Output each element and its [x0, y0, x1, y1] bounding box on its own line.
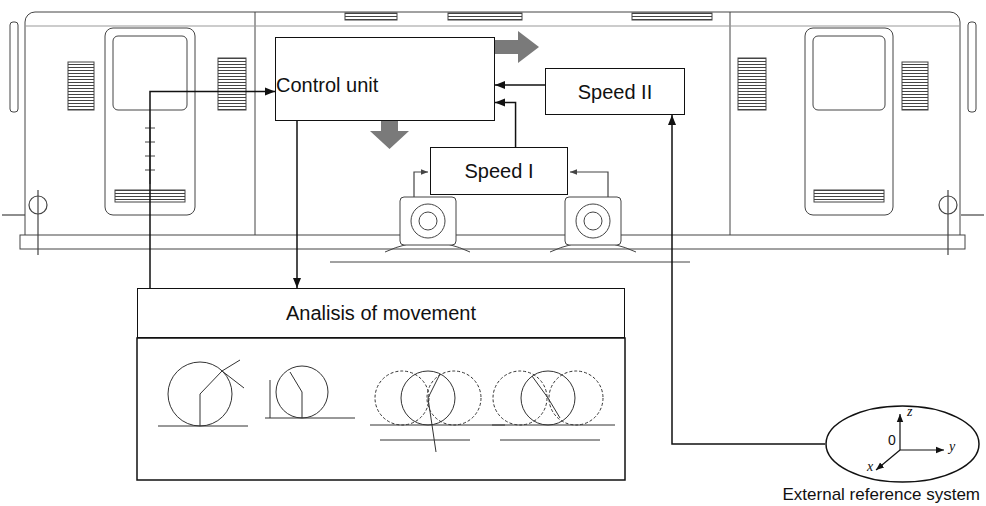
coupler-post: [947, 190, 948, 255]
handrail: [10, 22, 18, 112]
wheel-position: [375, 371, 429, 425]
analysis-header-box: Analisis of movement: [137, 288, 625, 338]
system-caption: External reference system: [783, 485, 980, 504]
wheel-sketch: [276, 366, 328, 418]
node-label: Control unit: [276, 73, 378, 97]
wheel-sketch: [521, 371, 575, 425]
grille: [68, 62, 94, 110]
output-arrow: [370, 121, 409, 149]
connector-arrow: [495, 84, 545, 86]
body-divider: [730, 12, 731, 245]
wheel-hub: [584, 212, 602, 230]
sensor-leader: [570, 172, 608, 197]
wheel: [576, 204, 610, 238]
radius-line: [548, 398, 560, 418]
coupler-bar: [2, 214, 25, 215]
y-axis: [900, 449, 944, 450]
sketch-panel: [137, 338, 625, 480]
coordinate-axes: [876, 414, 944, 470]
ground-line: [265, 418, 355, 419]
reference-system-ellipse: zy0xExternal reference system: [825, 405, 980, 483]
x-axis: [876, 450, 900, 470]
coupler-bar: [961, 214, 984, 215]
body-divider: [255, 12, 256, 245]
connector-arrow: [495, 103, 516, 147]
ground-line: [370, 425, 505, 426]
coupler-post: [37, 190, 38, 255]
wheel: [411, 204, 445, 238]
axle-box: [400, 197, 456, 245]
radius-line: [290, 372, 302, 392]
dimension-line: [380, 440, 470, 441]
grille: [902, 62, 928, 110]
wheel-position: [493, 371, 547, 425]
roof-grille: [345, 13, 397, 20]
axis-label: x: [867, 459, 873, 475]
wheel-hub: [419, 212, 437, 230]
wheel-position: [427, 371, 481, 425]
connector-arrow: [672, 115, 825, 444]
roof-grille: [448, 13, 522, 20]
node-label: Analisis of movement: [286, 301, 476, 325]
radius-line: [428, 374, 440, 398]
body-outline: [25, 12, 960, 245]
node-label: Speed I: [465, 159, 534, 183]
bogies: [385, 197, 636, 252]
connector-arrow: [296, 121, 298, 288]
axis-line: [270, 380, 271, 418]
wheel-position: [549, 371, 603, 425]
grille: [218, 58, 246, 110]
radius-line: [302, 392, 303, 418]
door-window: [813, 36, 885, 110]
ellipse-outline: [826, 406, 979, 482]
velocity-line: [222, 371, 244, 388]
control-unit-box: Control unit: [275, 37, 495, 121]
ground-line: [492, 425, 615, 426]
sensor-box: Speed I: [430, 147, 568, 195]
axle-box: [565, 197, 621, 245]
ellipse-outline: [825, 405, 980, 483]
output-arrow: [495, 31, 539, 63]
radius-line: [200, 394, 201, 426]
velocity-line: [222, 360, 240, 371]
cab-door: [805, 28, 893, 215]
connector-arrow: [150, 92, 275, 288]
sensor-leader: [414, 172, 428, 197]
handrail: [968, 22, 976, 112]
roof-line: [25, 26, 960, 27]
z-axis: [899, 414, 900, 450]
grille: [738, 58, 766, 110]
roof-grille: [632, 13, 712, 20]
node-label: Speed II: [578, 80, 653, 104]
dimension-line: [500, 440, 600, 441]
radius-line: [428, 398, 436, 452]
axis-label: 0: [888, 432, 896, 448]
underframe: [20, 235, 965, 249]
rail-line: [330, 262, 690, 263]
sensor-box: Speed II: [545, 68, 685, 115]
ground-line: [158, 426, 248, 427]
door-grille: [814, 190, 884, 202]
movement-sketches: [137, 338, 625, 480]
locomotive-body: [10, 12, 976, 262]
axis-label: y: [949, 439, 955, 455]
axis-label: z: [907, 404, 912, 420]
radius-line: [200, 371, 222, 394]
radius-line: [532, 376, 548, 398]
